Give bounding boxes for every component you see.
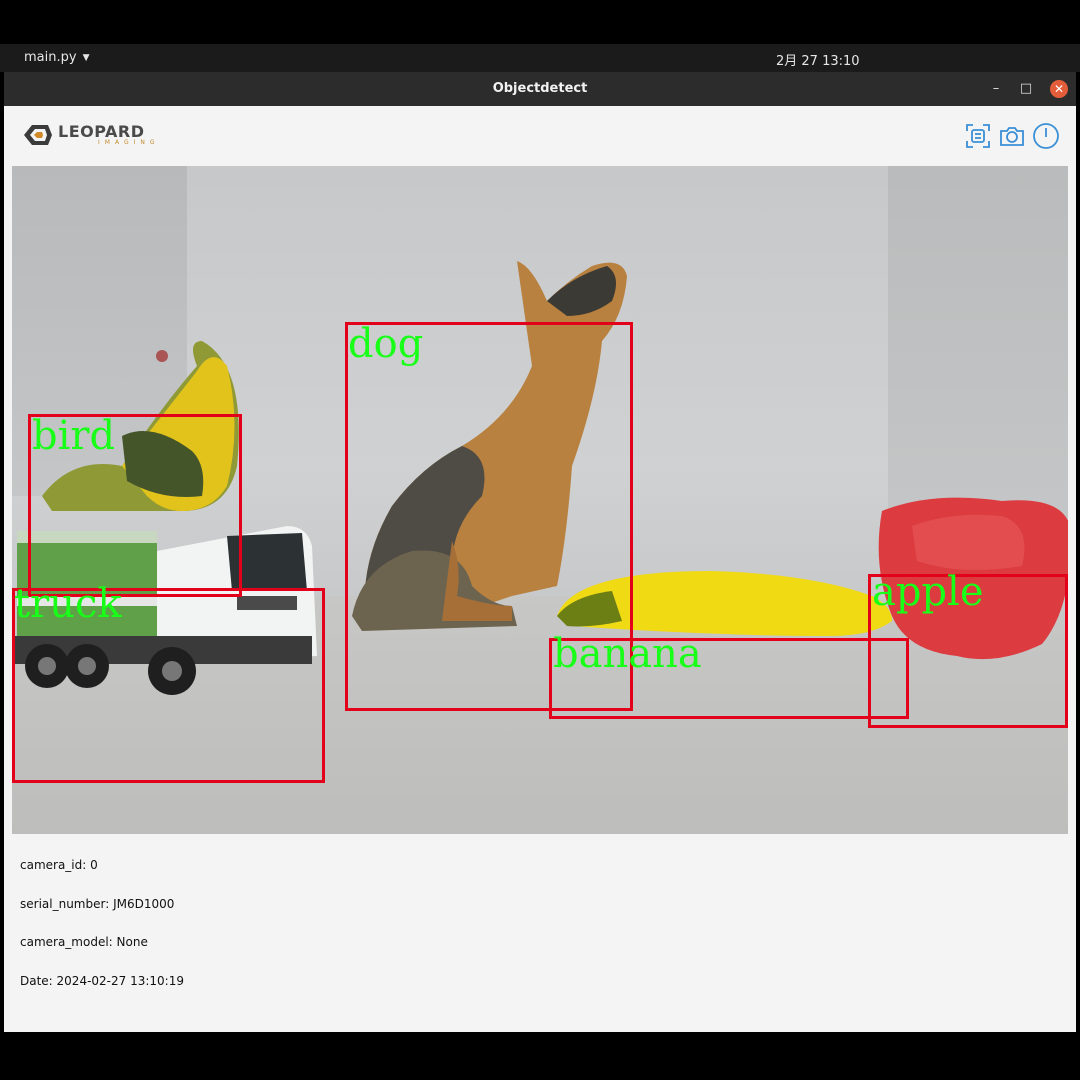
detection-box-bird bbox=[28, 414, 242, 597]
app-menu[interactable]: main.py ▼ bbox=[24, 50, 89, 65]
logo-brand: LEOPARD bbox=[58, 122, 145, 141]
detection-box-truck bbox=[12, 588, 325, 783]
truck-toy bbox=[12, 526, 317, 695]
detection-box-apple bbox=[868, 574, 1068, 728]
minimize-button[interactable]: – bbox=[992, 81, 1000, 96]
camera-scene bbox=[12, 261, 1068, 695]
bird-figurine bbox=[42, 341, 239, 511]
detection-label-bird: bird bbox=[32, 413, 116, 459]
detection-label-apple: apple bbox=[872, 569, 984, 615]
detection-box-banana bbox=[549, 638, 909, 719]
detection-label-truck: truck bbox=[14, 581, 122, 627]
detection-label-dog: dog bbox=[348, 321, 424, 367]
banana-toy bbox=[557, 571, 892, 636]
clock[interactable]: 2月 27 13:10 bbox=[776, 54, 860, 69]
dog-figurine bbox=[352, 261, 627, 631]
camera-id-text: camera_id: 0 bbox=[20, 858, 98, 872]
title-bar: Objectdetect – □ ✕ bbox=[4, 72, 1076, 106]
caret-down-icon: ▼ bbox=[82, 52, 90, 63]
close-button[interactable]: ✕ bbox=[1050, 80, 1068, 98]
detection-label-banana: banana bbox=[553, 631, 702, 677]
app-menu-label: main.py bbox=[24, 50, 77, 65]
power-icon[interactable] bbox=[1032, 122, 1060, 150]
detection-box-dog bbox=[345, 322, 633, 711]
leopard-logo-icon bbox=[24, 125, 52, 145]
window-title: Objectdetect bbox=[492, 81, 588, 96]
leopard-logo: LEOPARD IMAGING bbox=[20, 122, 160, 148]
date-text: Date: 2024-02-27 13:10:19 bbox=[20, 974, 184, 988]
camera-view: bird dog truck banana apple bbox=[12, 166, 1068, 834]
camera-icon[interactable] bbox=[998, 122, 1026, 150]
camera-model-text: camera_model: None bbox=[20, 935, 148, 949]
app-window: Objectdetect – □ ✕ LEOPARD IMAGING bbox=[4, 72, 1076, 1032]
maximize-button[interactable]: □ bbox=[1019, 81, 1033, 96]
logo-subtext: IMAGING bbox=[98, 139, 160, 146]
system-top-bar: main.py ▼ 2月 27 13:10 bbox=[0, 44, 1080, 72]
detect-icon[interactable] bbox=[964, 122, 992, 150]
toolbar bbox=[964, 122, 1060, 150]
serial-number-text: serial_number: JM6D1000 bbox=[20, 897, 175, 911]
apple-toy bbox=[878, 497, 1068, 660]
